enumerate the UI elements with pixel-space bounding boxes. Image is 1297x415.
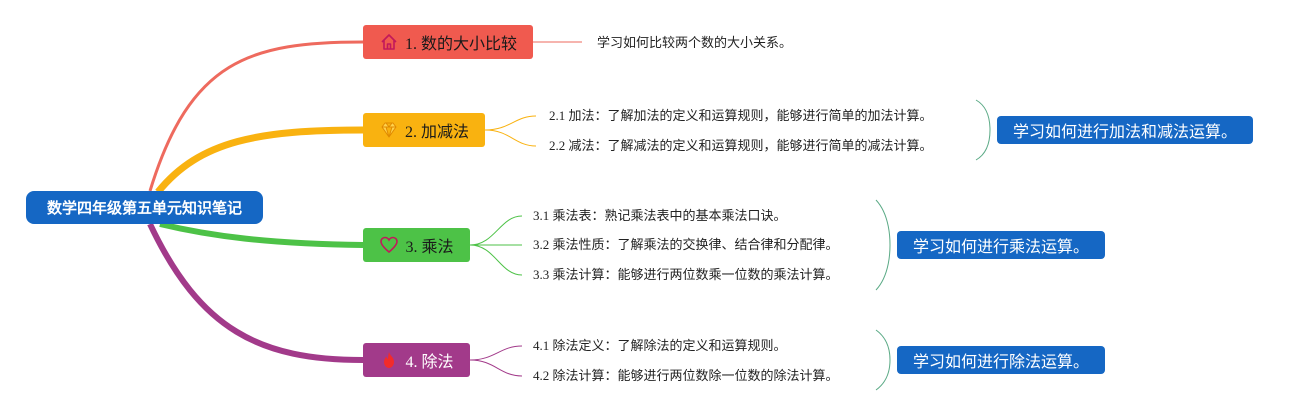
leaf-3-2: 3.2 乘法性质：了解乘法的交换律、结合律和分配律。 — [533, 237, 839, 252]
branch-node-1[interactable]: 1. 数的大小比较 — [363, 25, 533, 59]
branch-node-2[interactable]: 2. 加减法 — [363, 113, 485, 147]
branch-label-1: 1. 数的大小比较 — [404, 36, 517, 53]
summary-label-4: 学习如何进行除法运算。 — [912, 352, 1089, 371]
summary-label-3: 学习如何进行乘法运算。 — [912, 237, 1089, 256]
summary-2[interactable]: 学习如何进行加法和减法运算。 — [997, 116, 1253, 144]
fire-icon — [379, 350, 399, 370]
branch-label-2: 2. 加减法 — [404, 124, 469, 141]
summary-label-2: 学习如何进行加法和减法运算。 — [1012, 122, 1237, 141]
leaf-3-1: 3.1 乘法表：熟记乘法表中的基本乘法口诀。 — [533, 208, 787, 223]
summary-3[interactable]: 学习如何进行乘法运算。 — [897, 231, 1105, 259]
summary-bracket-4 — [875, 329, 891, 391]
connector-branch-4 — [147, 222, 364, 363]
connector-leaf-2-1 — [484, 115, 537, 131]
root-node[interactable]: 数学四年级第五单元知识笔记 — [26, 191, 263, 224]
leaf-2-1: 2.1 加法：了解加法的定义和运算规则，能够进行简单的加法计算。 — [549, 108, 933, 123]
leaf-1-1: 学习如何比较两个数的大小关系。 — [597, 35, 793, 50]
leaf-4-1: 4.1 除法定义：了解除法的定义和运算规则。 — [533, 338, 787, 353]
summary-bracket-2 — [975, 99, 991, 161]
diamond-icon — [379, 120, 399, 140]
connector-leaf-4-2 — [469, 359, 523, 377]
connector-leaf-4-1 — [469, 345, 523, 361]
house-icon — [379, 32, 399, 52]
connector-branch-1 — [148, 40, 364, 192]
leaf-4-2: 4.2 除法计算：能够进行两位数除一位数的除法计算。 — [533, 368, 839, 383]
root-label: 数学四年级第五单元知识笔记 — [46, 199, 242, 217]
connector-leaf-3-3 — [469, 244, 523, 276]
connector-branch-2 — [155, 126, 364, 195]
heart-icon — [379, 235, 399, 255]
connector-leaf-2-2 — [484, 129, 537, 147]
leaf-2-2: 2.2 减法：了解减法的定义和运算规则，能够进行简单的减法计算。 — [549, 138, 933, 153]
branch-node-4[interactable]: 4. 除法 — [363, 343, 470, 377]
summary-4[interactable]: 学习如何进行除法运算。 — [897, 346, 1105, 374]
summary-bracket-3 — [875, 199, 891, 291]
leaf-3-3: 3.3 乘法计算：能够进行两位数乘一位数的乘法计算。 — [533, 267, 839, 282]
branch-label-3: 3. 乘法 — [405, 239, 454, 256]
branch-label-4: 4. 除法 — [405, 354, 454, 371]
connector-leaf-3-1 — [469, 215, 523, 246]
connector-branch-3 — [159, 221, 364, 248]
branch-node-3[interactable]: 3. 乘法 — [363, 228, 470, 262]
